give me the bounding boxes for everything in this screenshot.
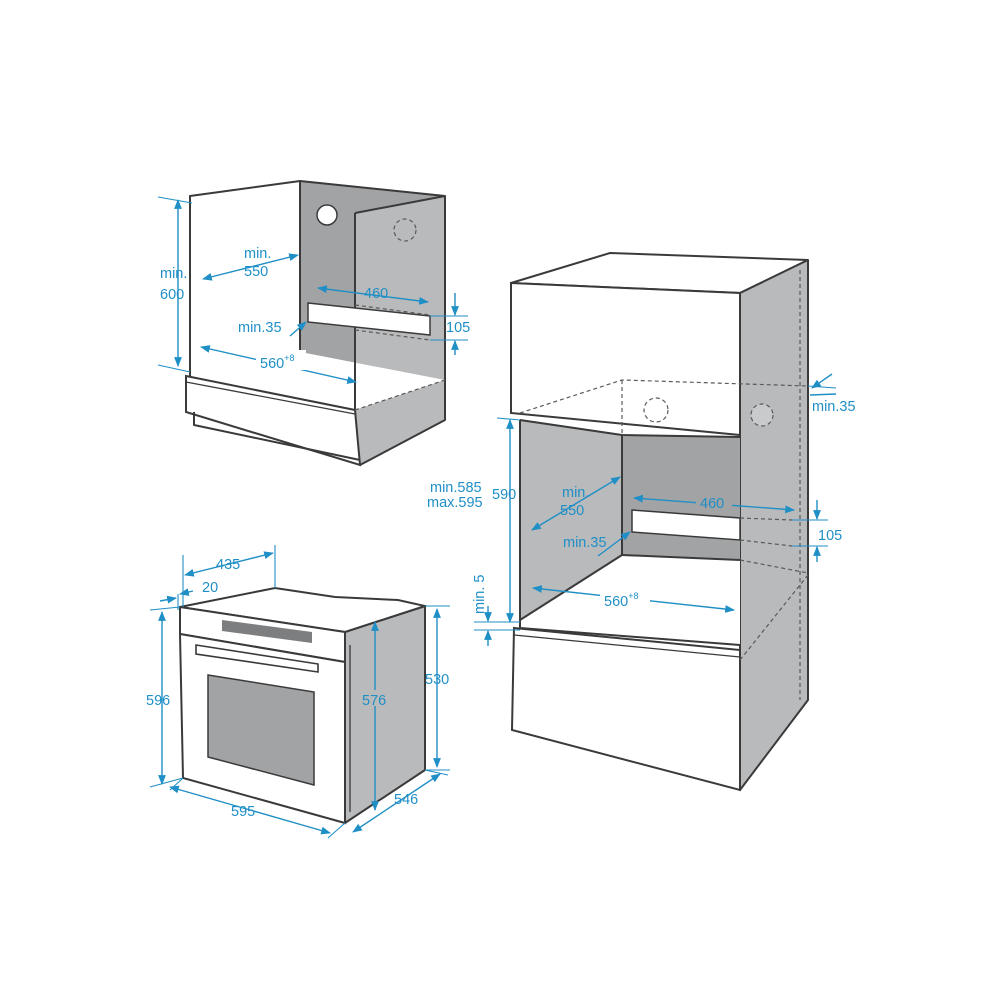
tall-top-gap: min.35	[812, 399, 856, 415]
tall-vent-gap: min.35	[563, 535, 607, 551]
oven-front-depth: 20	[202, 580, 218, 596]
uc-vent-width: 460	[364, 286, 388, 302]
tall-depth-prefix: min.	[562, 485, 589, 501]
cable-hole-icon	[316, 204, 338, 226]
oven-handle	[195, 644, 319, 673]
uc-depth-prefix: min.	[244, 246, 271, 262]
uc-height-prefix: min.	[160, 266, 187, 282]
tall-vent-height: 105	[818, 528, 842, 544]
oven-overall-height: 596	[146, 693, 170, 709]
tall-width: 560+8	[604, 591, 638, 610]
oven-width: 595	[231, 804, 255, 820]
tall-plinth-gap: min. 5	[472, 575, 488, 615]
uc-height-value: 600	[160, 287, 184, 303]
tall-depth-value: 550	[560, 503, 584, 519]
tall-side-hole-icon	[750, 403, 774, 427]
tall-shelf-max: max.595	[427, 495, 483, 511]
tall-unit-cabinet: 590 min.585 max.595 min. 5 min.35 min. 5…	[427, 251, 856, 792]
oven-depth: 546	[394, 792, 418, 808]
oven-top-depth: 435	[216, 557, 240, 573]
tall-shelf-min: min.585	[430, 480, 482, 496]
oven-side-height: 530	[425, 672, 449, 688]
uc-vent-height: 105	[446, 320, 470, 336]
oven-window	[207, 674, 315, 786]
uc-vent-gap: min.35	[238, 320, 282, 336]
under-counter-cabinet: min. 600 min. 550 460 105 min.35 560+8	[157, 180, 470, 467]
uc-width: 560+8	[260, 353, 294, 372]
oven-body-height: 576	[362, 693, 386, 709]
cable-hole-dashed-icon	[393, 218, 417, 242]
oven: 435 20 596 576 530 595 546	[146, 545, 450, 839]
tall-vent-width: 460	[700, 496, 724, 512]
tall-cable-hole-icon	[643, 397, 669, 423]
uc-depth-value: 550	[244, 264, 268, 280]
tall-opening-height: 590	[492, 487, 516, 503]
